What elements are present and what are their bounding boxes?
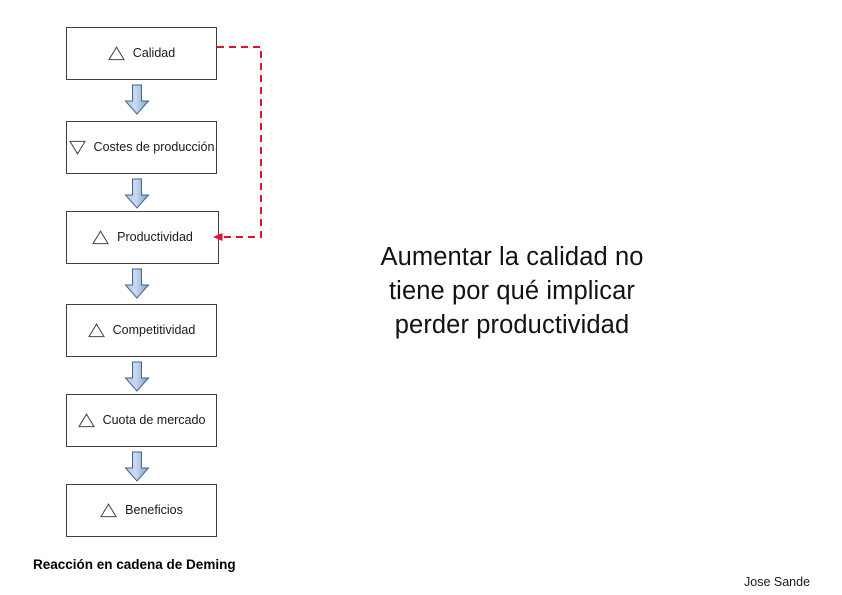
triangle-up-icon	[77, 413, 95, 428]
chain-node-label: Cuota de mercado	[102, 413, 206, 428]
chain-node-label: Calidad	[132, 46, 176, 61]
triangle-up-icon	[87, 323, 105, 338]
chain-node-label: Productividad	[117, 230, 193, 245]
triangle-down-icon	[68, 140, 86, 155]
node-content: Productividad	[88, 230, 197, 245]
chain-node-label: Costes de producción	[93, 140, 215, 155]
headline-line-3: perder productividad	[394, 311, 630, 339]
triangle-up-icon	[92, 230, 110, 245]
triangle-up-icon	[100, 503, 118, 518]
node-content: Competitividad	[84, 323, 200, 338]
feedback-connector-calidad-to-productividad	[213, 46, 262, 241]
block-arrow-down-4	[124, 361, 150, 392]
feedback-arrowhead-icon	[213, 233, 223, 241]
block-arrow-down-2	[124, 178, 150, 209]
block-arrow-down-3	[124, 268, 150, 299]
headline-line-2: tiene por qué implicar	[389, 277, 635, 305]
chain-node-label: Beneficios	[125, 503, 183, 518]
chain-node-productividad[interactable]: Productividad	[66, 211, 219, 264]
chain-node-beneficios[interactable]: Beneficios	[66, 484, 217, 537]
chain-node-calidad[interactable]: Calidad	[66, 27, 217, 80]
author-credit: Jose Sande	[744, 575, 811, 589]
chain-node-costes-de-produccion[interactable]: Costes de producción	[66, 121, 217, 174]
chain-node-competitividad[interactable]: Competitividad	[66, 304, 217, 357]
node-content: Beneficios	[96, 503, 187, 518]
headline-line-1: Aumentar la calidad no	[380, 243, 644, 271]
chain-node-label: Competitividad	[112, 323, 196, 338]
diagram-caption: Reacción en cadena de Deming	[33, 557, 236, 572]
node-content: Costes de producción	[65, 140, 219, 155]
node-content: Cuota de mercado	[74, 413, 210, 428]
triangle-up-icon	[107, 46, 125, 61]
headline-text: Aumentar la calidad no tiene por qué imp…	[362, 240, 662, 342]
block-arrow-down-1	[124, 84, 150, 115]
node-content: Calidad	[104, 46, 179, 61]
block-arrow-down-5	[124, 451, 150, 482]
chain-node-cuota-de-mercado[interactable]: Cuota de mercado	[66, 394, 217, 447]
